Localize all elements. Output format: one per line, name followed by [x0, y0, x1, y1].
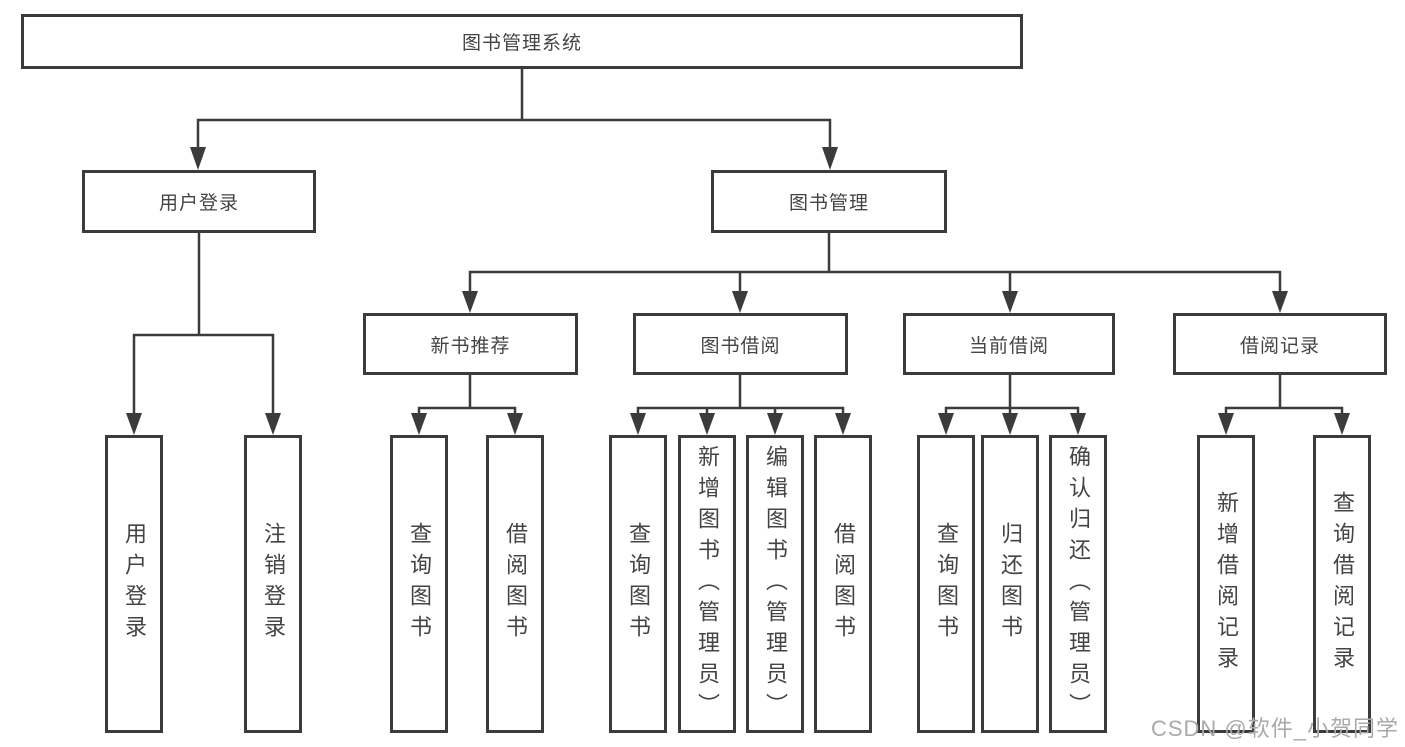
node-label: 图书管理系统 — [461, 33, 582, 54]
leaf-label: 确认归还（管理员） — [1066, 444, 1091, 724]
node-label: 当前借阅 — [968, 335, 1049, 357]
leaf-label: 新增图书（管理员） — [695, 444, 720, 724]
arrowheads — [126, 147, 1350, 435]
node-book-management: 图书管理 — [711, 170, 947, 233]
node-label: 图书管理 — [788, 193, 869, 214]
node-borrow-records: 借阅记录 — [1173, 313, 1387, 375]
node-label: 图书借阅 — [700, 335, 781, 357]
node-label: 借阅记录 — [1239, 335, 1320, 357]
node-new-book-recommend: 新书推荐 — [363, 313, 578, 375]
leaf-edit-book-admin: 编辑图书（管理员） — [746, 435, 804, 733]
leaf-logout: 注销登录 — [244, 435, 302, 733]
leaf-label: 借阅图书 — [503, 522, 528, 646]
leaf-borrow-books-recommend: 借阅图书 — [486, 435, 544, 733]
csdn-watermark: CSDN @软件_小贺同学 — [1150, 716, 1399, 741]
leaf-query-books-recommend: 查询图书 — [390, 435, 448, 733]
leaf-confirm-return-admin: 确认归还（管理员） — [1049, 435, 1107, 733]
leaf-label: 归还图书 — [998, 522, 1023, 646]
leaf-add-book-admin: 新增图书（管理员） — [678, 435, 736, 733]
leaf-label: 编辑图书（管理员） — [763, 444, 788, 724]
leaf-return-books: 归还图书 — [981, 435, 1039, 733]
leaf-label: 借阅图书 — [831, 522, 856, 646]
node-root-library-system: 图书管理系统 — [21, 14, 1023, 69]
leaf-label: 查询借阅记录 — [1330, 491, 1355, 677]
leaf-label: 用户登录 — [122, 522, 147, 646]
leaf-label: 查询图书 — [934, 522, 959, 646]
leaf-label: 查询图书 — [407, 522, 432, 646]
leaf-user-login: 用户登录 — [105, 435, 163, 733]
node-label: 用户登录 — [158, 193, 239, 214]
leaf-label: 新增借阅记录 — [1214, 491, 1239, 677]
leaf-query-books-borrow: 查询图书 — [609, 435, 667, 733]
node-user-login: 用户登录 — [82, 170, 316, 233]
leaf-label: 查询图书 — [626, 522, 651, 646]
leaf-label: 注销登录 — [261, 522, 286, 646]
leaf-query-books-current: 查询图书 — [917, 435, 975, 733]
leaf-add-borrow-record: 新增借阅记录 — [1197, 435, 1255, 733]
leaf-borrow-books: 借阅图书 — [814, 435, 872, 733]
node-book-borrow: 图书借阅 — [633, 313, 848, 375]
leaf-query-borrow-record: 查询借阅记录 — [1313, 435, 1371, 733]
node-label: 新书推荐 — [430, 335, 511, 357]
node-current-borrow: 当前借阅 — [903, 313, 1115, 375]
